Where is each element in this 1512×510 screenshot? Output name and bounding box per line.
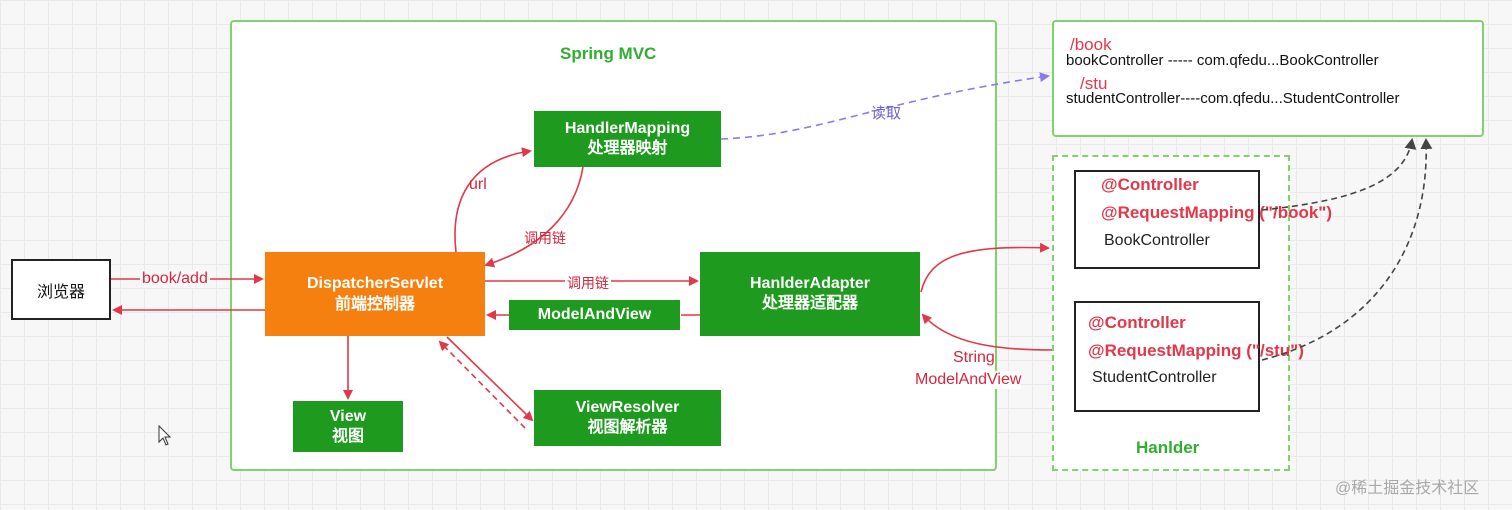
student-requestmapping-annotation: @RequestMapping ("/stu") <box>1088 341 1304 360</box>
model-and-view-box: ModelAndView <box>509 300 680 330</box>
watermark: @稀土掘金技术社区 <box>1335 480 1480 497</box>
handler-group-label: Hanlder <box>1136 438 1200 457</box>
mapping-line-stu: studentController----com.qfedu...Student… <box>1066 90 1400 107</box>
label-read: 读取 <box>871 105 902 122</box>
arrow-mapping-to-panel <box>720 72 1050 140</box>
label-url: url <box>469 176 487 193</box>
arrow-dispatcher-to-mapping <box>454 147 532 253</box>
view-box: View 视图 <box>293 401 403 452</box>
view-resolver-cn: 视图解析器 <box>587 419 668 436</box>
model-and-view-box-label: ModelAndView <box>537 306 652 323</box>
cursor-icon <box>158 424 172 446</box>
book-controller-box <box>1074 170 1260 269</box>
mapping-panel <box>1052 20 1484 137</box>
label-string: String <box>953 349 995 367</box>
book-controller-annotation: @Controller <box>1101 175 1199 194</box>
browser-box: 浏览器 <box>11 259 111 320</box>
arrow-dispatcher-to-viewresolver <box>446 336 534 422</box>
handler-mapping-name: HandlerMapping <box>564 120 691 137</box>
arrow-handler-to-adapter <box>921 313 1053 351</box>
student-controller-class: StudentController <box>1092 369 1217 386</box>
student-controller-annotation: @Controller <box>1088 313 1186 332</box>
arrow-adapter-to-handler <box>920 242 1050 293</box>
handler-mapping-cn: 处理器映射 <box>587 140 668 157</box>
route-stu-label: /stu <box>1080 74 1108 93</box>
dispatcher-servlet-box: DispatcherServlet 前端控制器 <box>265 252 485 336</box>
handler-adapter-name: HanlderAdapter <box>749 275 871 292</box>
view-resolver-box: ViewResolver 视图解析器 <box>534 390 721 446</box>
dispatcher-servlet-cn: 前端控制器 <box>334 296 415 313</box>
arrow-viewresolver-to-dispatcher <box>438 340 526 429</box>
route-book-label: /book <box>1070 35 1112 54</box>
book-controller-class: BookController <box>1104 232 1210 249</box>
label-call-chain-adapter: 调用链 <box>565 273 611 293</box>
label-book-add: book/add <box>140 270 210 288</box>
label-model-and-view: ModelAndView <box>915 371 1022 389</box>
student-controller-box <box>1074 301 1260 412</box>
view-name: View <box>329 407 367 425</box>
browser-label: 浏览器 <box>36 283 85 301</box>
dispatcher-servlet-name: DispatcherServlet <box>306 275 444 292</box>
label-call-chain-mapping: 调用链 <box>524 230 566 246</box>
spring-mvc-title: Spring MVC <box>560 44 657 63</box>
mapping-line-book: bookController ----- com.qfedu...BookCon… <box>1066 52 1379 69</box>
handler-mapping-box: HandlerMapping 处理器映射 <box>534 111 721 167</box>
arrow-mapping-to-dispatcher <box>484 166 584 268</box>
arrow-student-to-panel <box>1261 138 1433 361</box>
book-requestmapping-annotation: @RequestMapping ("/book") <box>1101 203 1333 222</box>
handler-adapter-cn: 处理器适配器 <box>761 295 858 312</box>
arrow-book-to-panel <box>1261 138 1417 211</box>
view-cn: 视图 <box>331 427 364 445</box>
handler-adapter-box: HanlderAdapter 处理器适配器 <box>700 252 920 336</box>
view-resolver-name: ViewResolver <box>575 399 680 416</box>
